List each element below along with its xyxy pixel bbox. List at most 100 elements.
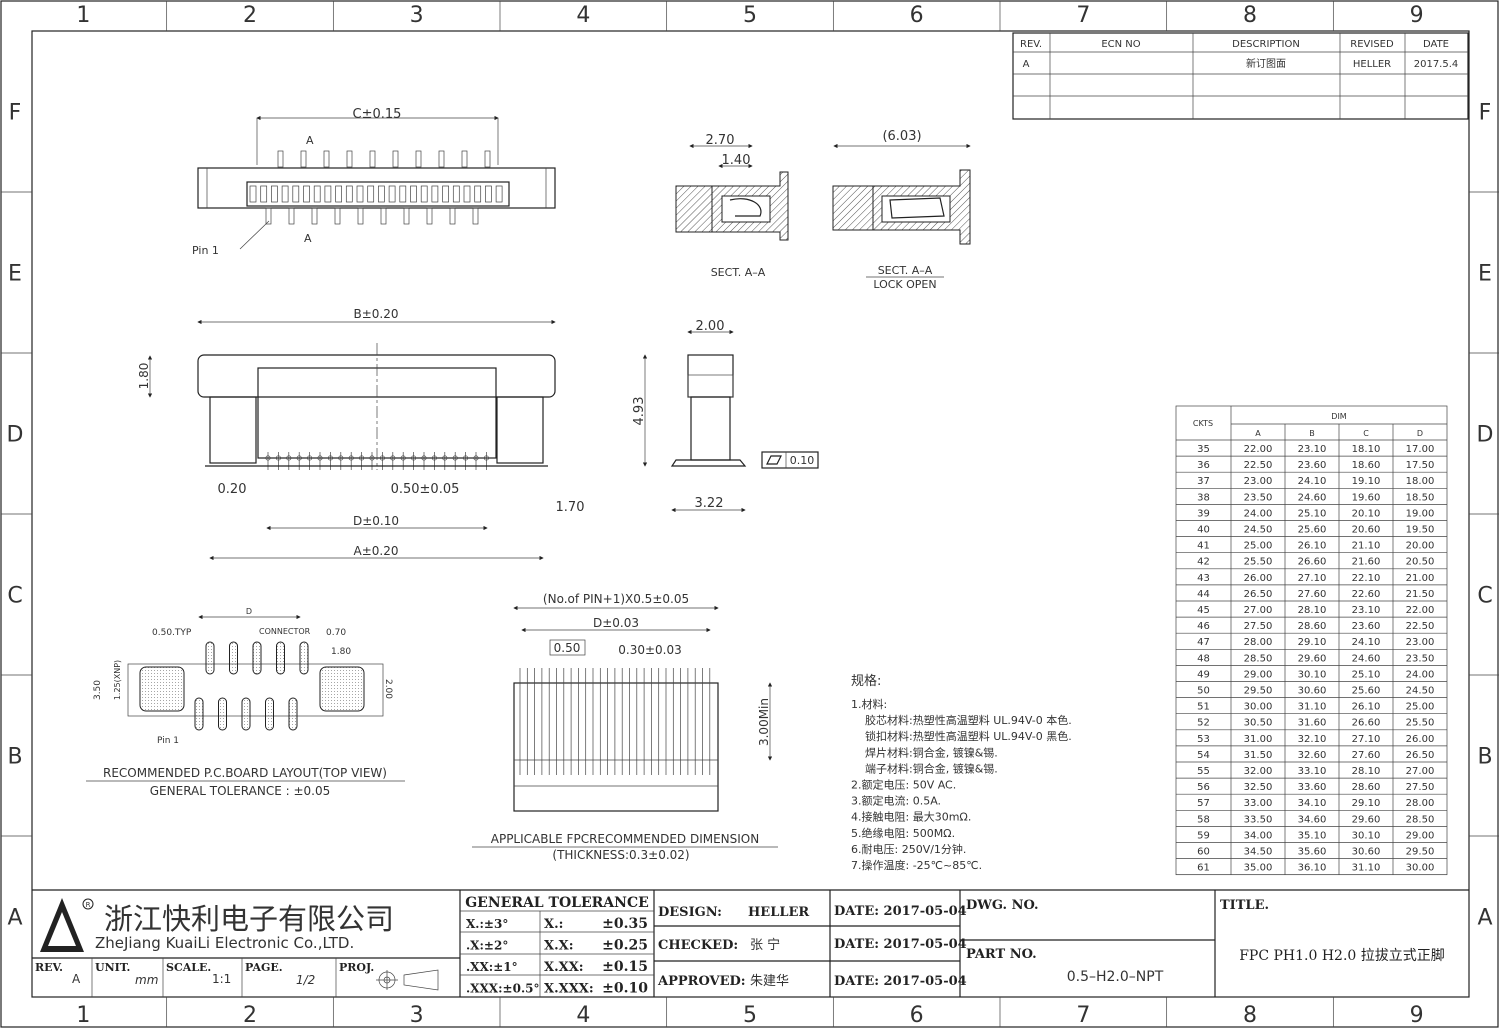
company-logo: R (40, 898, 94, 952)
dim-table-cell: 26.50 (1244, 589, 1273, 600)
grid-col-label: 1 (76, 3, 90, 28)
spec-line: 3.额定电流: 0.5A. (851, 794, 941, 808)
dim-table-cell: 25.60 (1352, 686, 1381, 697)
pin1-label: Pin 1 (192, 244, 219, 257)
dim-table-cell: 33.00 (1244, 798, 1273, 809)
dim-table-cell: 24.50 (1406, 686, 1435, 697)
rev-row-desc: 新订图面 (1246, 57, 1286, 70)
pcb-pad (299, 641, 309, 675)
contact (431, 185, 439, 203)
contact (399, 185, 407, 203)
dim-table-cell: 52 (1197, 718, 1210, 729)
tol-angle: .X:±2° (466, 939, 508, 953)
dim-table-col-header: A (1255, 429, 1261, 438)
dim-table-cell: 30.10 (1352, 830, 1381, 841)
dim-table-cell: 34.50 (1244, 847, 1273, 858)
dim-table-cell: 17.50 (1406, 460, 1435, 471)
contact (260, 185, 268, 203)
front-pin-head (307, 455, 313, 461)
dim-140: 1.40 (722, 153, 751, 168)
front-pin-head (483, 455, 489, 461)
title-label: TITLE. (1220, 898, 1269, 913)
front-pin-head (348, 455, 354, 461)
dim-table-cell: 23.10 (1352, 605, 1381, 616)
grid-col-label: 7 (1076, 1003, 1090, 1028)
dim-table-cell: 34.60 (1298, 814, 1327, 825)
fpc-caption-1: APPLICABLE FPCRECOMMENDED DIMENSION (491, 832, 759, 846)
dim-table-cell: 47 (1197, 637, 1210, 648)
contact (442, 185, 449, 203)
dim-table-cell: 25.60 (1298, 525, 1327, 536)
projection-symbol-icon (376, 969, 439, 991)
dim-table-cell: 61 (1197, 863, 1210, 874)
dim-table-cell: 30.00 (1244, 702, 1273, 713)
grid-col-label: 9 (1410, 1003, 1424, 1028)
dim-table-cell: 33.10 (1298, 766, 1327, 777)
dim-pitch: 0.50±0.05 (391, 482, 460, 497)
dim-table-cell: 35.00 (1244, 863, 1273, 874)
dim-c: C±0.15 (353, 107, 402, 122)
dim-table-cell: 35.60 (1298, 847, 1327, 858)
dim-table-cell: 30.00 (1406, 863, 1435, 874)
dim-table-cell: 29.50 (1244, 686, 1273, 697)
dim-table-cell: 24.60 (1298, 492, 1327, 503)
pcb-200: 2.00 (383, 679, 393, 699)
contact (485, 185, 492, 203)
dim-table-cell: 34.00 (1244, 830, 1273, 841)
dim-table-cell: 23.00 (1244, 476, 1273, 487)
dim-table-cell: 30.50 (1244, 718, 1273, 729)
dim-table-cell: 29.00 (1244, 669, 1273, 680)
dim-table-cell: 28.00 (1244, 637, 1273, 648)
fpc-dim-050: 0.50 (554, 641, 581, 655)
dim-table-cell: 26.10 (1352, 702, 1381, 713)
front-pin-head (463, 455, 469, 461)
pcb-dim-d: D (246, 607, 252, 616)
contact (345, 185, 353, 203)
revision-table: REV. ECN NO DESCRIPTION REVISED DATE A 新… (1012, 32, 1469, 120)
pcb-pad (276, 641, 285, 675)
front-pin-head (317, 455, 323, 461)
contact (313, 185, 321, 203)
grid-col-label: 1 (76, 1003, 90, 1028)
page-value: 1/2 (296, 973, 315, 987)
checked-value: 张 宁 (750, 937, 780, 953)
top-pin (323, 150, 330, 168)
dim-table-dim-header: DIM (1331, 412, 1347, 421)
dim-table-cell: 29.60 (1352, 814, 1381, 825)
pcb-070: 0.70 (326, 628, 346, 638)
dim-table-cell: 44 (1197, 589, 1210, 600)
dim-table-cell: 21.50 (1406, 589, 1435, 600)
front-pin-head (379, 455, 385, 461)
dim-table-cell: 23.60 (1298, 460, 1327, 471)
dim-table-cell: 22.60 (1352, 589, 1381, 600)
date-approved: DATE: 2017-05-04 (834, 974, 967, 989)
contact (292, 185, 300, 203)
dwg-label: DWG. NO. (966, 898, 1039, 913)
spec-line: 5.绝缘电阻: 500MΩ. (851, 826, 955, 840)
dim-b: B±0.20 (353, 307, 398, 321)
dim-table-cell: 24.00 (1244, 508, 1273, 519)
dim-table-cell: 28.10 (1352, 766, 1381, 777)
dim-table-cell: 41 (1197, 541, 1210, 552)
spec-line: 4.接触电阻: 最大30mΩ. (851, 810, 971, 824)
dim-table-cell: 31.60 (1298, 718, 1327, 729)
dim-table-cell: 18.50 (1406, 492, 1435, 503)
dim-table-cell: 54 (1197, 750, 1210, 761)
grid-col-label: 8 (1243, 3, 1257, 28)
tol-value: ±0.35 (602, 916, 648, 932)
scale-label: SCALE. (166, 961, 211, 974)
dim-table-cell: 25.10 (1298, 508, 1327, 519)
dim-table-cell: 29.50 (1406, 847, 1435, 858)
dim-table-cell: 19.10 (1352, 476, 1381, 487)
company-name-en: ZheJiang KuaiLi Electronic Co.,LTD. (95, 934, 354, 952)
part-value: 0.5–H2.0–NPT (1067, 969, 1164, 985)
rev-row-revised: HELLER (1353, 59, 1391, 70)
top-pin (346, 150, 353, 168)
dim-table-col-header: B (1309, 429, 1315, 438)
dim-table-cell: 20.10 (1352, 508, 1381, 519)
title-value: FPC PH1.0 H2.0 拉拔立式正脚 (1239, 948, 1445, 964)
tol-angle: .XXX:±0.5° (466, 982, 539, 996)
dim-table-cell: 24.10 (1298, 476, 1327, 487)
